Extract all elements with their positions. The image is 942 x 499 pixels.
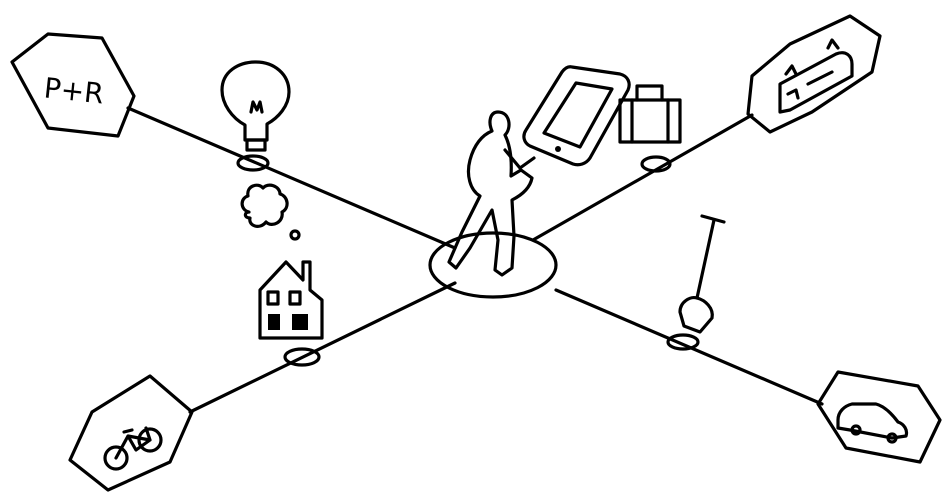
central-platform [430,233,556,297]
park-and-ride-sign-icon: P+R [12,34,134,136]
shopping-bag-icon [620,86,680,142]
light-bulb-icon [222,62,289,150]
house-icon [260,262,322,338]
route-line-park-ride [128,108,455,248]
shovel-icon [680,216,724,332]
park-ride-label: P+R [42,71,105,110]
person-walking-icon [449,112,534,275]
thought-cloud-icon [242,185,299,239]
train-icon [780,40,852,112]
car-icon [838,404,907,442]
node-shovel [668,335,698,349]
car-sign [818,372,940,462]
smartphone-icon [524,67,629,165]
train-sign [748,16,880,132]
bicycle-icon [105,428,161,469]
bicycle-sign [70,376,192,490]
